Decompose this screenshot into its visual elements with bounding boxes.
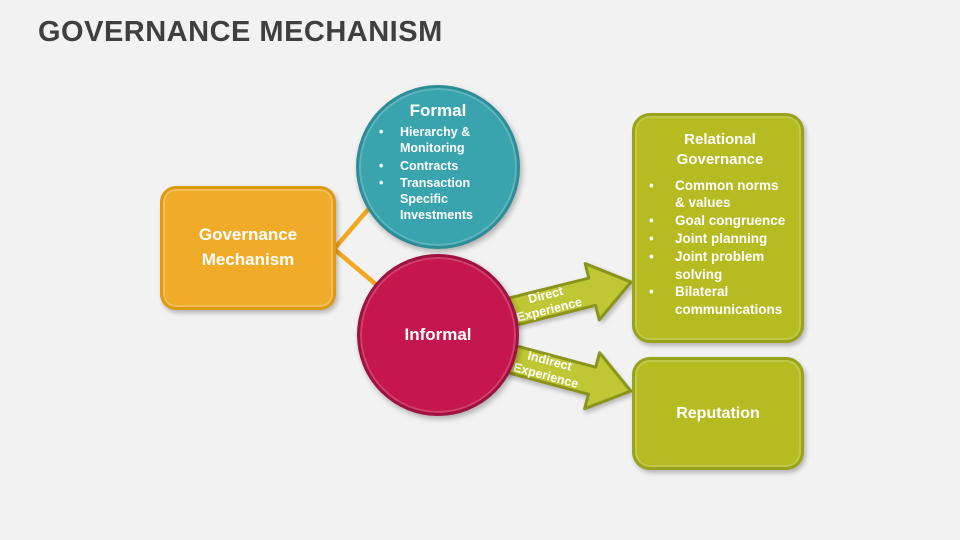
bullet-item: Common norms & values xyxy=(649,177,791,213)
right-arrow-icon xyxy=(496,262,633,330)
formal-circle: Formal Hierarchy & Monitoring Contracts … xyxy=(356,85,520,249)
direct-experience-arrow: Direct Experience xyxy=(492,250,641,345)
bullet-item: Contracts xyxy=(379,158,497,175)
bullet-item: Bilateral communications xyxy=(649,283,791,319)
formal-bullet-list: Hierarchy & Monitoring Contracts Transac… xyxy=(379,124,497,225)
bullet-item: Joint planning xyxy=(649,230,791,248)
bullet-item: Transaction Specific Investments xyxy=(379,175,497,224)
informal-circle: Informal xyxy=(357,254,519,416)
right-arrow-icon xyxy=(496,341,633,411)
relational-governance-bullet-list: Common norms & values Goal congruence Jo… xyxy=(649,177,791,320)
slide-title: GOVERNANCE MECHANISM xyxy=(38,16,443,48)
bullet-item: Joint problem solving xyxy=(649,248,791,284)
reputation-label: Reputation xyxy=(676,404,760,422)
bullet-item: Hierarchy & Monitoring xyxy=(379,124,497,157)
relational-governance-title: Relational Governance xyxy=(676,131,764,169)
informal-label: Informal xyxy=(404,325,472,344)
reputation-box: Reputation xyxy=(632,357,804,470)
formal-title: Formal xyxy=(409,101,467,120)
relational-governance-box: Relational Governance Common norms & val… xyxy=(632,113,804,343)
bullet-item: Goal congruence xyxy=(649,212,791,230)
governance-mechanism-box: Governance Mechanism xyxy=(160,186,336,310)
indirect-experience-arrow: Indirect Experience xyxy=(492,325,642,423)
governance-mechanism-label: Governance Mechanism xyxy=(198,225,298,269)
